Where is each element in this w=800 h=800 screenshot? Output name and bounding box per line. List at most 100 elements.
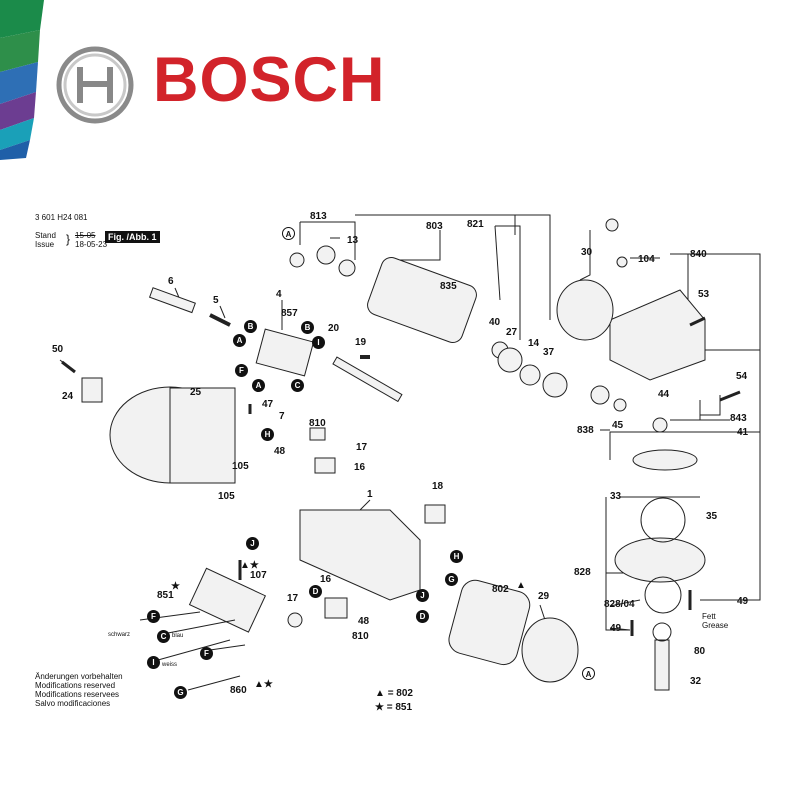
part-label: 45: [612, 420, 624, 431]
part-label: 53: [698, 289, 710, 300]
note-line: Modifications reserved: [35, 681, 116, 690]
part-label: 840: [690, 249, 707, 260]
legend-text: = 851: [386, 702, 413, 713]
ref-letter: J: [246, 537, 259, 550]
stand-value: 15-05: [75, 231, 96, 240]
part-label: 20: [328, 323, 340, 334]
stand-label: Stand: [35, 231, 56, 240]
part-label: 16: [354, 462, 366, 473]
ref-letter: J: [416, 589, 429, 602]
part-label: 13: [347, 235, 359, 246]
issue-value: 18-05-23: [75, 240, 108, 249]
part-label: 6: [168, 276, 174, 287]
part-label: 7: [279, 411, 285, 422]
note-line: Änderungen vorbehalten: [35, 672, 123, 681]
ref-letter: F: [147, 610, 160, 623]
part-label: 810: [309, 418, 326, 429]
part-label: 828/04: [604, 599, 635, 610]
wire-label: schwarz: [108, 632, 131, 638]
part-label: 828: [574, 567, 591, 578]
part-label: 47: [262, 399, 274, 410]
part-label: 50: [52, 344, 64, 355]
part-label: 821: [467, 219, 484, 230]
part-label: 29: [538, 591, 550, 602]
ref-letter: B: [301, 321, 314, 334]
ref-letter: A: [233, 334, 246, 347]
legend-row-802: ▲ = 802: [375, 688, 413, 699]
part-label: 857: [281, 308, 298, 319]
part-label: 17: [356, 442, 368, 453]
part-label: 44: [658, 389, 670, 400]
note-line: Salvo modificaciones: [35, 699, 111, 708]
part-label: 49: [610, 623, 622, 634]
modification-notes: Änderungen vorbehalten Modifications res…: [35, 672, 123, 708]
part-label: 843: [730, 413, 747, 424]
part-label: 18: [432, 481, 444, 492]
part-label: 14: [528, 338, 540, 349]
part-label: 104: [638, 254, 655, 265]
ref-letter: I: [312, 336, 325, 349]
part-label: 851: [157, 590, 174, 601]
part-label: 27: [506, 327, 518, 338]
part-label: 32: [690, 676, 702, 687]
bosch-armature-icon: [56, 46, 134, 124]
wire-label: weiss: [162, 662, 178, 668]
part-label: 802: [492, 584, 509, 595]
part-label: 107: [250, 570, 267, 581]
ref-letter: B: [244, 320, 257, 333]
part-label: 105: [232, 461, 249, 472]
part-label: 803: [426, 221, 443, 232]
brand-wordmark: BOSCH: [153, 45, 386, 115]
part-label: 40: [489, 317, 501, 328]
ref-letter: G: [445, 573, 458, 586]
triangle-star-marker: ▲★: [240, 560, 259, 571]
wire-label: blau: [172, 633, 184, 639]
ref-letter: I: [147, 656, 160, 669]
ref-letter: F: [200, 647, 213, 660]
ref-letter: D: [309, 585, 322, 598]
part-label: 80: [694, 646, 706, 657]
ref-letter: A: [282, 227, 295, 240]
ref-letter: D: [416, 610, 429, 623]
triangle-star-marker: ▲★: [254, 679, 273, 690]
issue-label: Issue: [35, 240, 55, 249]
part-number: 3 601 H24 081: [35, 213, 88, 222]
part-label: 49: [737, 596, 749, 607]
part-label: 33: [610, 491, 622, 502]
ref-letter: F: [235, 364, 248, 377]
part-label: 1: [367, 489, 373, 500]
part-label: 24: [62, 391, 74, 402]
part-label: 48: [274, 446, 286, 457]
grease-label-en: Grease: [702, 621, 729, 630]
part-label: 41: [737, 427, 749, 438]
part-label: 860: [230, 685, 247, 696]
legend-symbol: ★: [375, 702, 384, 713]
part-label: 813: [310, 211, 327, 222]
part-label: 17: [287, 593, 299, 604]
part-label: 838: [577, 425, 594, 436]
legend-symbol: ▲: [375, 688, 385, 699]
part-label: 835: [440, 281, 457, 292]
note-line: Modifications reservees: [35, 690, 120, 699]
grease-label-de: Fett: [702, 612, 716, 621]
part-label: 16: [320, 574, 332, 585]
ref-letter: C: [291, 379, 304, 392]
ref-letter: G: [174, 686, 187, 699]
part-label: 54: [736, 371, 748, 382]
brace: }: [66, 232, 71, 246]
part-label: 19: [355, 337, 367, 348]
part-label: 35: [706, 511, 718, 522]
part-label: 48: [358, 616, 370, 627]
ref-letter: A: [582, 667, 595, 680]
part-label: 37: [543, 347, 555, 358]
part-label: 5: [213, 295, 219, 306]
brand-color-stripe: [0, 0, 44, 160]
star-marker: ★: [171, 581, 180, 592]
part-label: 810: [352, 631, 369, 642]
legend-row-851: ★ = 851: [375, 702, 412, 713]
triangle-marker: ▲: [516, 580, 526, 591]
legend-text: = 802: [387, 688, 413, 699]
part-label: 4: [276, 289, 282, 300]
